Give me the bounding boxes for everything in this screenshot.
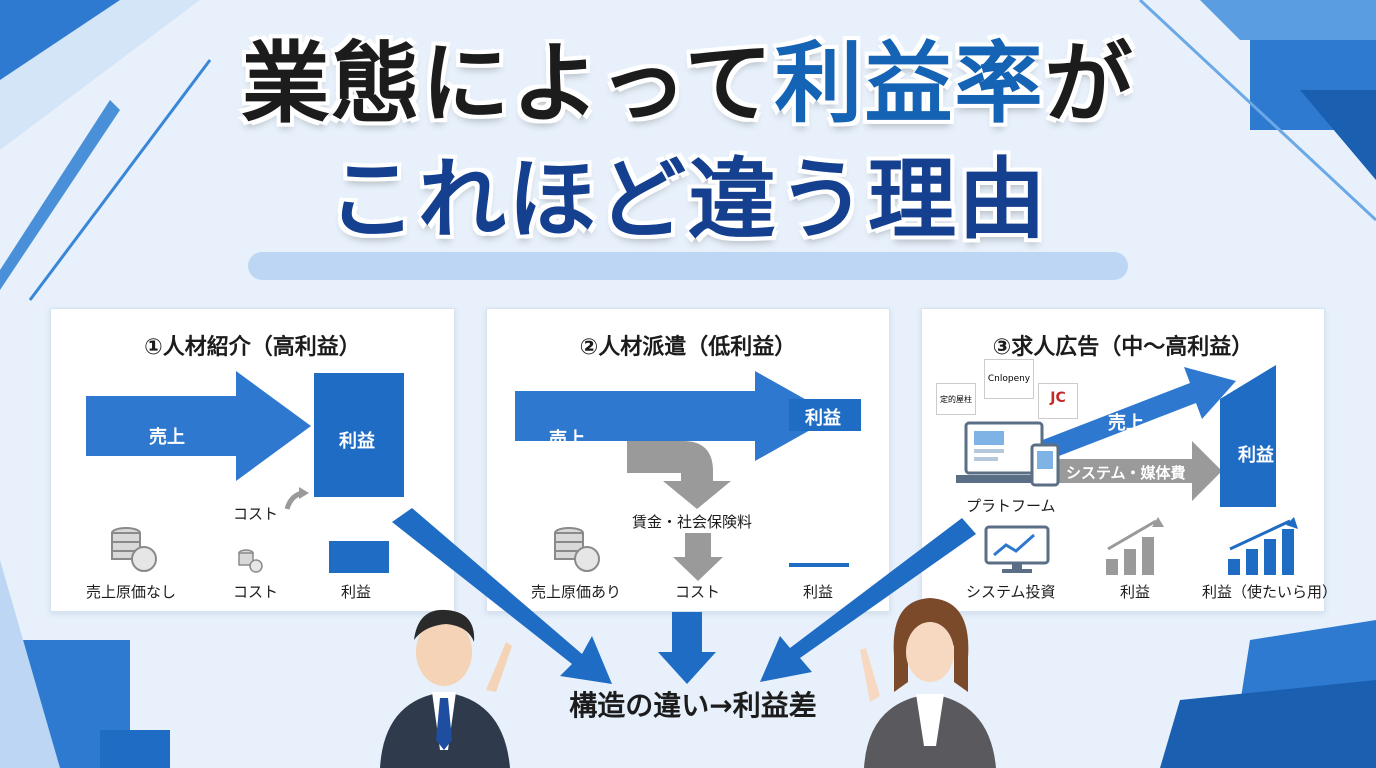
title-underline bbox=[248, 252, 1128, 280]
panel-title: ③求人広告（中〜高利益） bbox=[992, 335, 1254, 360]
legend-with-cogs: 売上原価あり bbox=[531, 583, 622, 601]
conclusion-text: 構造の違い→利益差 bbox=[569, 689, 817, 722]
system-cost-arrow bbox=[1042, 441, 1222, 501]
sales-label: 売上 bbox=[1108, 413, 1144, 434]
businesswoman-illustration bbox=[860, 598, 996, 768]
legend-profit: 利益 bbox=[341, 583, 372, 601]
sales-label: 売上 bbox=[549, 429, 585, 450]
title-suffix: が bbox=[1044, 32, 1135, 135]
cost-flow-label: 賃金・社会保険料 bbox=[632, 513, 753, 531]
sales-arrow bbox=[1040, 367, 1236, 461]
platform-label: プラトフーム bbox=[966, 497, 1056, 515]
logo-1-text: 定的屋柱 bbox=[940, 395, 972, 404]
title-line-1: 業態によって利益率が bbox=[0, 40, 1376, 128]
legend-cost: コスト bbox=[675, 583, 721, 601]
small-coins-icon bbox=[238, 549, 263, 573]
laptop-icon bbox=[956, 421, 1060, 487]
cost-down-arrow bbox=[673, 533, 723, 581]
profit-legend-box bbox=[329, 541, 389, 573]
title-prefix: 業態によって bbox=[241, 32, 775, 135]
legend-profit: 利益 bbox=[803, 583, 834, 601]
small-arrow-icon bbox=[284, 487, 309, 510]
logo-3-text: JC bbox=[1050, 390, 1066, 406]
title-highlight: 利益率 bbox=[774, 32, 1045, 135]
panel-title: ①人材紹介（高利益） bbox=[144, 335, 361, 360]
sales-arrow bbox=[86, 371, 311, 481]
growth-chart-icon-gray bbox=[1106, 517, 1164, 575]
growth-chart-icon-blue bbox=[1228, 517, 1298, 575]
businessman-illustration bbox=[380, 609, 512, 768]
legend-profit: 利益 bbox=[1120, 583, 1151, 601]
sales-label: 売上 bbox=[149, 427, 185, 448]
legend-profit-use: 利益（使たいら用） bbox=[1202, 583, 1338, 601]
profit-box bbox=[789, 399, 861, 431]
panel-staffing: ②人材派遣（低利益） 売上 利益 賃金・社会保険料 売上原価あり コスト 利益 bbox=[486, 308, 890, 612]
cost-label: コスト bbox=[233, 505, 279, 523]
panel-recruitment: ①人材紹介（高利益） 売上 利益 コスト 売上原価なし コスト 利益 bbox=[50, 308, 455, 612]
coins-icon bbox=[554, 527, 600, 572]
title-line-2: これほど違う理由 bbox=[327, 148, 1048, 251]
profit-label: 利益 bbox=[805, 408, 841, 429]
legend-system-investment: システム投資 bbox=[966, 583, 1056, 601]
profit-block bbox=[1220, 365, 1276, 507]
profit-box bbox=[314, 373, 404, 497]
coins-icon bbox=[111, 527, 157, 572]
logo-2-text: Cnlopeny bbox=[987, 374, 1031, 384]
profit-legend-line bbox=[789, 563, 849, 567]
panel-title: ②人材派遣（低利益） bbox=[579, 335, 797, 360]
panel-job-ads: ③求人広告（中〜高利益） 売上 システム・媒体費 利益 定的屋柱 Cnlopen… bbox=[921, 308, 1337, 612]
cost-flow-arrow bbox=[627, 441, 731, 509]
legend-no-cogs: 売上原価なし bbox=[86, 583, 177, 601]
logo-card-2: Cnlopeny bbox=[984, 359, 1034, 399]
legend-cost: コスト bbox=[233, 583, 279, 601]
logo-card-3: JC bbox=[1038, 383, 1078, 419]
profit-label: 利益 bbox=[339, 431, 375, 452]
page-title: 業態によって利益率が これほど違う理由 bbox=[0, 40, 1376, 244]
profit-label: 利益 bbox=[1238, 445, 1274, 466]
logo-card-1: 定的屋柱 bbox=[936, 383, 976, 415]
sales-arrow bbox=[515, 371, 835, 461]
system-cost-label: システム・媒体費 bbox=[1066, 464, 1186, 482]
monitor-chart-icon bbox=[984, 525, 1050, 573]
